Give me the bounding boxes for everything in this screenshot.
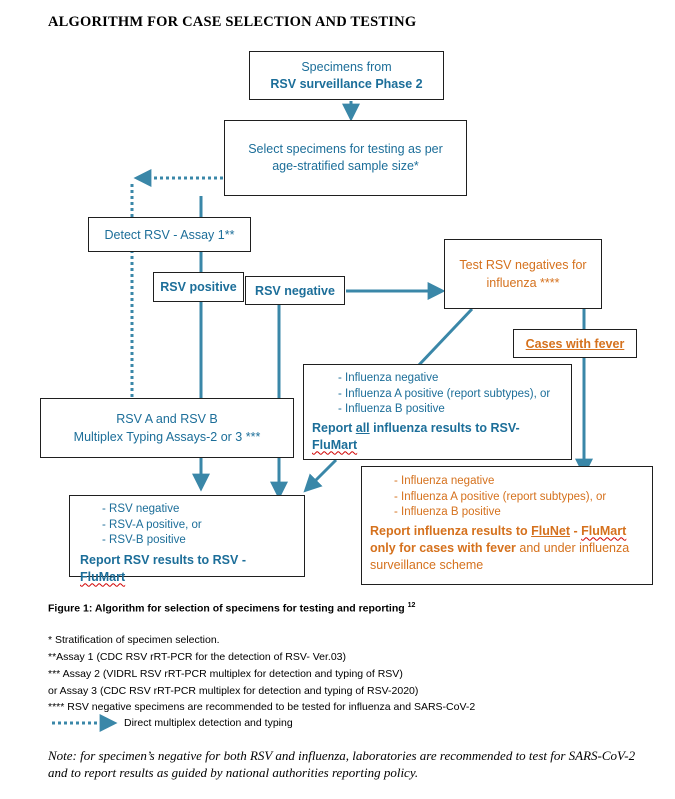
detect-rsv-label: Detect RSV - Assay 1** <box>104 227 235 242</box>
footnote-rsv-negative: **** RSV negative specimens are recommen… <box>48 701 476 713</box>
typing-line1: RSV A and RSV B <box>116 412 218 426</box>
typing-line2: Multiplex Typing Assays-2 or 3 *** <box>73 430 261 444</box>
flu-all-item: - Influenza negative <box>338 372 439 384</box>
detect-rsv-box: Detect RSV - Assay 1** <box>88 217 251 252</box>
rsv-result-item: - RSV-B positive <box>102 534 186 546</box>
legend-dotted-label: Direct multiplex detection and typing <box>124 717 293 729</box>
flu-all-results-box: - Influenza negative - Influenza A posit… <box>303 364 572 460</box>
rsv-report-box: - RSV negative - RSV-A positive, or - RS… <box>69 495 305 584</box>
specimens-box: Specimens from RSV surveillance Phase 2 <box>249 51 444 100</box>
line-test-to-fluall <box>416 307 474 368</box>
rsv-negative-label: RSV negative <box>255 283 335 298</box>
rsv-report-text: Report RSV results to RSV - FluMart <box>80 552 246 584</box>
cases-fever-box: Cases with fever <box>513 329 637 358</box>
flu-fever-item: - Influenza B positive <box>394 506 501 518</box>
rsv-positive-box: RSV positive <box>153 272 244 302</box>
footnote-assay3: or Assay 3 (CDC RSV rRT-PCR multiplex fo… <box>48 685 419 697</box>
select-box: Select specimens for testing as per age-… <box>224 120 467 196</box>
flu-fever-item: - Influenza negative <box>394 475 495 487</box>
footnote-assay2: *** Assay 2 (VIDRL RSV rRT-PCR multiplex… <box>48 668 403 680</box>
footnote-stratification: * Stratification of specimen selection. <box>48 634 220 646</box>
arrow-fluall-to-report <box>303 458 338 493</box>
page-title: ALGORITHM FOR CASE SELECTION AND TESTING <box>48 14 417 30</box>
typing-box: RSV A and RSV B Multiplex Typing Assays-… <box>40 398 294 458</box>
flu-fever-report-text: Report influenza results to FluNet - Flu… <box>370 523 630 572</box>
test-influenza-line2: influenza **** <box>486 276 560 290</box>
select-line1: Select specimens for testing as per <box>248 142 443 156</box>
flu-all-result-list: - Influenza negative - Influenza A posit… <box>312 371 563 418</box>
flu-fever-item: - Influenza A positive (report subtypes)… <box>394 490 607 503</box>
rsv-positive-label: RSV positive <box>160 280 237 294</box>
cases-fever-label: Cases with fever <box>525 336 625 351</box>
rsv-result-item: - RSV-A positive, or <box>102 518 202 531</box>
note-text: Note: for specimen’s negative for both R… <box>48 748 636 780</box>
flu-fever-result-list: - Influenza negative - Influenza A posit… <box>370 474 644 521</box>
rsv-result-item: - RSV negative <box>102 503 180 515</box>
flu-all-item: - Influenza A positive (report subtypes)… <box>338 387 551 400</box>
specimens-line1: Specimens from <box>301 59 392 74</box>
test-influenza-line1: Test RSV negatives for <box>459 258 587 272</box>
test-influenza-box: Test RSV negatives for influenza **** <box>444 239 602 309</box>
flu-fever-results-box: - Influenza negative - Influenza A posit… <box>361 466 653 585</box>
figure-caption: Figure 1: Algorithm for selection of spe… <box>48 602 416 615</box>
rsv-negative-box: RSV negative <box>245 276 345 305</box>
rsv-result-list: - RSV negative - RSV-A positive, or - RS… <box>80 502 294 549</box>
specimens-line2: RSV surveillance Phase 2 <box>270 76 423 91</box>
flu-all-item: - Influenza B positive <box>338 403 445 415</box>
flu-all-report-text: Report all influenza results to RSV-FluM… <box>312 420 520 452</box>
footnote-assay1: **Assay 1 (CDC RSV rRT-PCR for the detec… <box>48 651 347 663</box>
select-line2: age-stratified sample size* <box>272 159 419 173</box>
